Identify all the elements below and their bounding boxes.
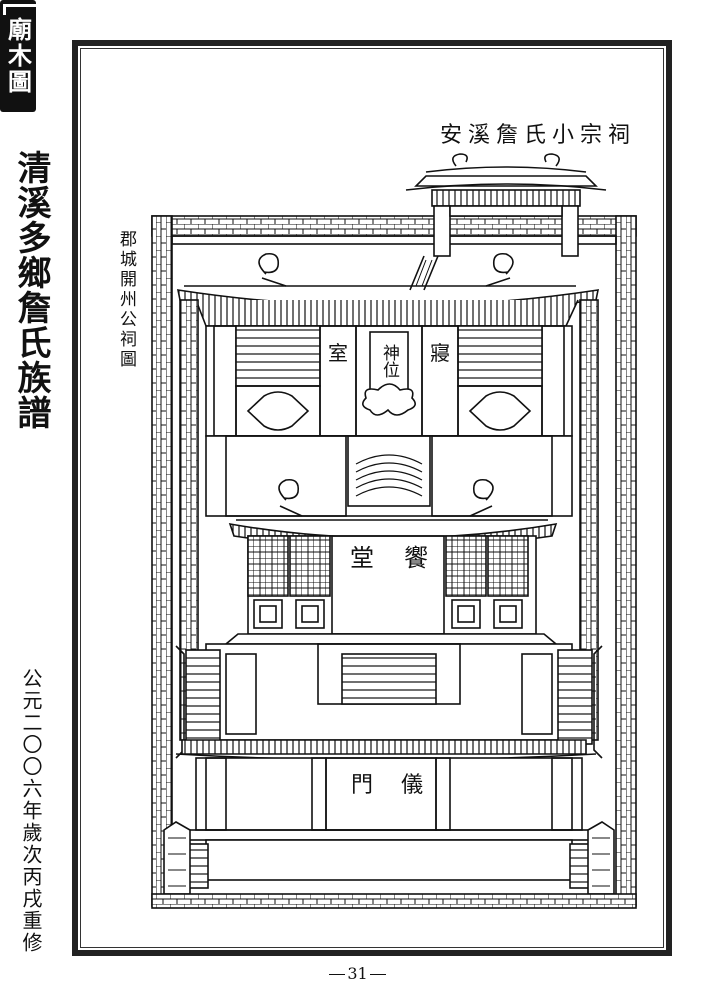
book-title: 清溪多鄉詹氏族譜 — [11, 150, 51, 430]
compound-wall — [151, 215, 637, 907]
front-hall — [223, 535, 559, 645]
inner-frame — [80, 48, 664, 948]
top-gate — [405, 153, 607, 291]
label-xiang: 饗 — [404, 544, 428, 572]
front-wall — [151, 821, 637, 909]
page-number: 31 — [0, 964, 715, 983]
drawing-title: 安溪詹氏小宗祠 — [440, 123, 636, 148]
label-tang: 堂 — [350, 544, 374, 572]
section-tab-label: 廟木圖 — [3, 17, 33, 95]
label-qin: 寢 — [430, 341, 450, 365]
drawing-subtitle: 郡城開州公祠圖 — [116, 230, 137, 370]
label-men: 門 — [351, 773, 373, 798]
label-shenwei: 神位 — [379, 344, 400, 378]
ceremonial-gate — [175, 739, 597, 831]
label-shi: 室 — [328, 341, 348, 365]
shrine-drawing: 安溪詹氏小宗祠 郡城開州公祠圖 室 寢 神位 饗 堂 儀 門 — [116, 123, 637, 909]
rear-hall — [205, 325, 573, 437]
rear-hall-roof — [176, 252, 600, 336]
lower-courtyard — [175, 643, 603, 759]
outer-frame — [72, 40, 672, 956]
date-note: 公元二〇〇六年歲次丙戌重修 — [19, 668, 43, 954]
label-yi: 儀 — [401, 773, 423, 798]
middle-courtyard — [205, 435, 573, 517]
